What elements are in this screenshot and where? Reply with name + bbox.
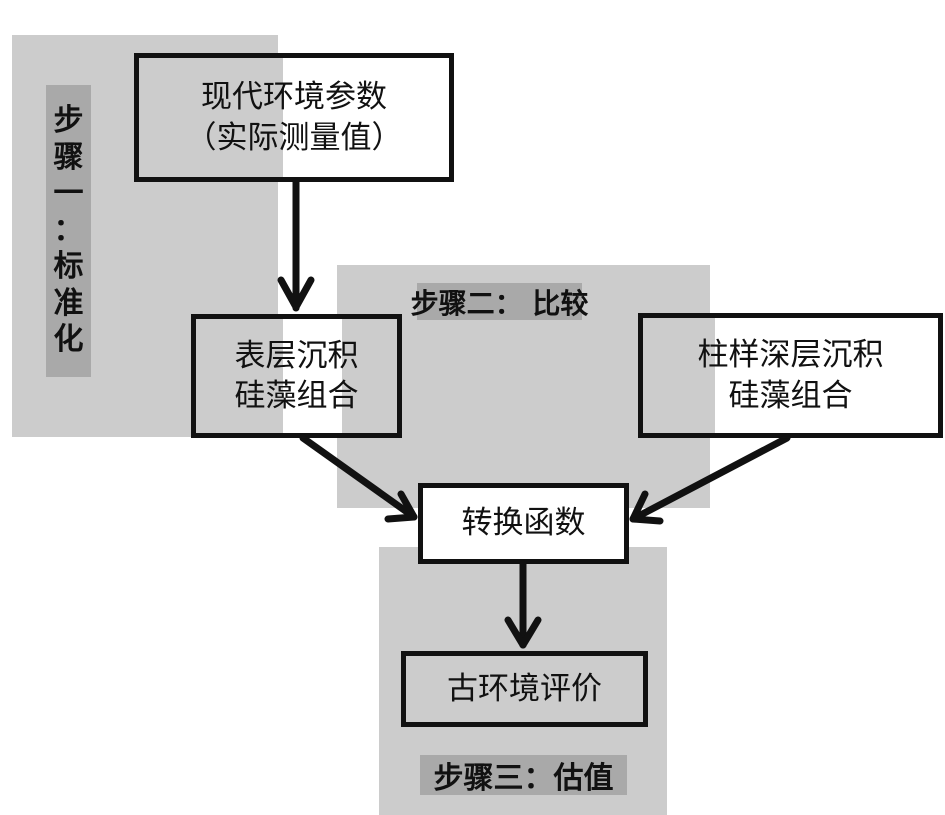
arrow-transfer-to-paleo <box>504 560 542 649</box>
core-node: 柱样深层沉积 硅藻组合 <box>638 313 943 438</box>
node-text: 硅藻组合 <box>234 378 359 414</box>
step1-char: 标 <box>53 249 84 285</box>
node-text: 转换函数 <box>461 505 586 542</box>
transfer-function-node: 转换函数 <box>418 483 629 564</box>
arrow-core-to-transfer <box>629 434 791 525</box>
step1-char: 步 <box>53 102 84 138</box>
node-text: 古环境评价 <box>447 670 602 707</box>
step1-char: 化 <box>53 322 84 358</box>
node-text: 硅藻组合 <box>728 377 853 414</box>
step1-char: 准 <box>53 285 84 321</box>
step1-char: 一 <box>53 176 84 212</box>
arrow-modern-to-surface <box>277 178 315 312</box>
step1-char: 骤 <box>53 139 84 175</box>
surface-node: 表层沉积 硅藻组合 <box>191 314 402 438</box>
step3-label: 步骤三：估值 <box>420 755 627 796</box>
step1-label: 步 骤 一 ： 标 准 化 <box>46 85 91 377</box>
node-text: 柱样深层沉积 <box>697 337 884 374</box>
step1-char: ： <box>53 212 84 248</box>
modern-env-node: 现代环境参数 （实际测量值） <box>134 53 454 182</box>
node-text: 现代环境参数 <box>201 79 387 116</box>
arrow-surface-to-transfer <box>299 434 418 523</box>
paleo-env-node: 古环境评价 <box>401 651 648 727</box>
step2-label: 步骤二： 比较 <box>411 283 588 320</box>
node-text: （实际测量值） <box>185 119 403 156</box>
node-text: 表层沉积 <box>234 337 359 374</box>
